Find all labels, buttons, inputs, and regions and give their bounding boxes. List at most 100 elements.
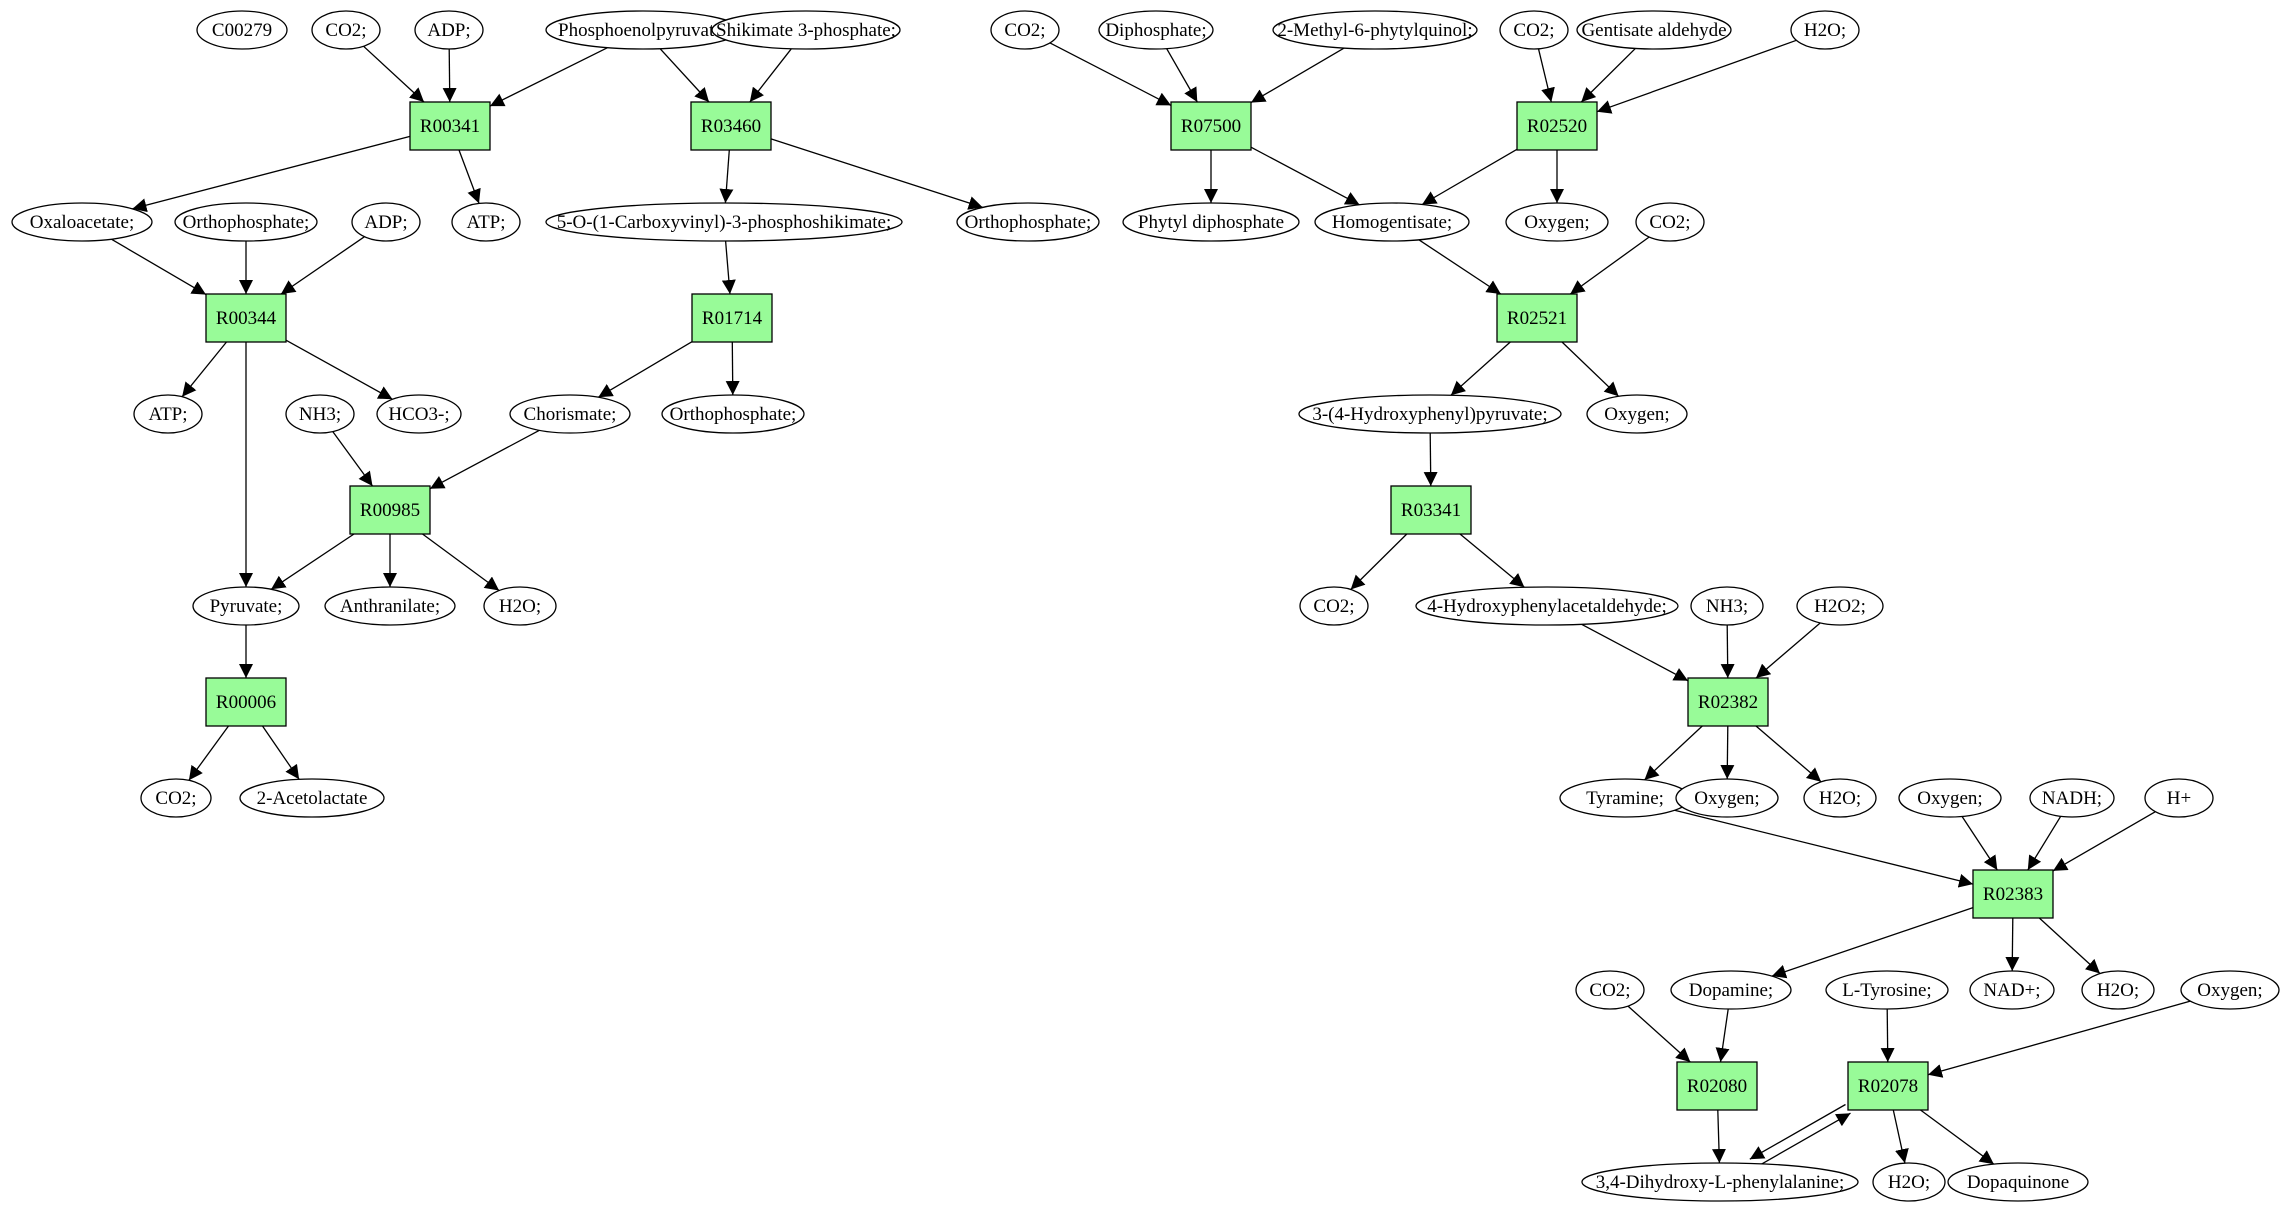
compound-node-co2_1[interactable]: CO2; — [311, 10, 381, 50]
compound-node-co2_4[interactable]: CO2; — [1635, 202, 1705, 242]
compound-ellipse-hpaald — [1415, 586, 1679, 626]
compound-ellipse-epsp — [545, 202, 903, 242]
compound-node-nh3_2[interactable]: NH3; — [1690, 586, 1764, 626]
reaction-node-r00344[interactable]: R00344 — [205, 293, 287, 343]
compound-adp_2-label: ADP; — [364, 212, 407, 233]
compound-node-co2_5[interactable]: CO2; — [1299, 586, 1369, 626]
compound-ellipse-dopamine — [1670, 970, 1792, 1010]
compound-node-tyramine[interactable]: Tyramine; — [1559, 778, 1691, 818]
compound-node-h2o_3[interactable]: H2O; — [1803, 778, 1877, 818]
edge-h2o_1-to-r02520 — [1596, 39, 1797, 114]
compound-node-ltyr[interactable]: L-Tyrosine; — [1825, 970, 1949, 1010]
reaction-node-r01714[interactable]: R01714 — [691, 293, 773, 343]
compound-node-chorism[interactable]: Chorismate; — [509, 394, 631, 434]
edge-r02383-to-h2o_4 — [2038, 917, 2101, 974]
reaction-box-r01714 — [691, 293, 773, 343]
compound-node-h2o_1[interactable]: H2O; — [1790, 10, 1860, 50]
reaction-node-r02521[interactable]: R02521 — [1496, 293, 1578, 343]
reaction-node-r00341[interactable]: R00341 — [409, 101, 491, 151]
edge-diphos-to-r07500 — [1166, 48, 1198, 103]
reaction-box-r00344 — [205, 293, 287, 343]
compound-oxygen_2-label: Oxygen; — [1604, 404, 1669, 425]
compound-node-diphos[interactable]: Diphosphate; — [1098, 10, 1214, 50]
compound-node-co2_3[interactable]: CO2; — [1499, 10, 1569, 50]
compound-orthop_1-label: Orthophosphate; — [183, 212, 310, 233]
reaction-r00985-label: R00985 — [360, 500, 420, 521]
compound-node-hco3[interactable]: HCO3-; — [376, 394, 462, 434]
reaction-node-r02078[interactable]: R02078 — [1847, 1061, 1929, 1111]
reaction-node-r07500[interactable]: R07500 — [1170, 101, 1252, 151]
compound-node-h2o2[interactable]: H2O2; — [1796, 586, 1884, 626]
compound-node-co2_6[interactable]: CO2; — [140, 778, 212, 818]
compound-node-orthop_1[interactable]: Orthophosphate; — [174, 202, 318, 242]
reaction-box-r02521 — [1496, 293, 1578, 343]
compound-node-h2o_5[interactable]: H2O; — [1872, 1162, 1946, 1202]
compound-ellipse-c00279 — [196, 10, 288, 50]
compound-node-oxygen_4[interactable]: Oxygen; — [1898, 778, 2002, 818]
compound-node-ldopa[interactable]: 3,4-Dihydroxy-L-phenylalanine; — [1581, 1162, 1859, 1202]
compound-node-atp_2[interactable]: ATP; — [133, 394, 203, 434]
compound-node-epsp[interactable]: 5-O-(1-Carboxyvinyl)-3-phosphoshikimate; — [545, 202, 903, 242]
compound-node-oxygen_2[interactable]: Oxygen; — [1586, 394, 1688, 434]
compound-ellipse-oxaloac — [11, 202, 153, 242]
reaction-node-r03341[interactable]: R03341 — [1390, 485, 1472, 535]
edge-h2o2-to-r02382 — [1755, 622, 1821, 679]
compound-node-co2_2[interactable]: CO2; — [990, 10, 1060, 50]
compound-node-adp_2[interactable]: ADP; — [351, 202, 421, 242]
compound-hpaald-label: 4-Hydroxyphenylacetaldehyde; — [1427, 596, 1667, 617]
compound-pep-label: Phosphoenolpyruvate; — [558, 20, 728, 41]
edge-r02520-to-homogent — [1421, 148, 1518, 206]
compound-node-shik3p[interactable]: Shikimate 3-phosphate; — [711, 10, 901, 50]
reaction-node-r02520[interactable]: R02520 — [1516, 101, 1598, 151]
compound-atp_2-label: ATP; — [148, 404, 187, 425]
compound-node-pyruvate[interactable]: Pyruvate; — [192, 586, 300, 626]
edge-ltyr-to-r02078 — [1880, 1008, 1895, 1063]
edge-hpaald-to-r02382 — [1581, 623, 1689, 682]
compound-node-co2_7[interactable]: CO2; — [1575, 970, 1645, 1010]
reaction-node-r00985[interactable]: R00985 — [349, 485, 431, 535]
compound-node-gentis[interactable]: Gentisate aldehyde — [1576, 10, 1732, 50]
reaction-r02078-label: R02078 — [1858, 1076, 1918, 1097]
compound-node-oxygen_5[interactable]: Oxygen; — [2180, 970, 2280, 1010]
edge-nh3_2-to-r02382 — [1720, 624, 1735, 679]
compound-node-acetolac[interactable]: 2-Acetolactate — [239, 778, 385, 818]
compound-node-oxygen_1[interactable]: Oxygen; — [1505, 202, 1609, 242]
compound-node-oxygen_3[interactable]: Oxygen; — [1675, 778, 1779, 818]
compound-node-orthop_2[interactable]: Orthophosphate; — [956, 202, 1100, 242]
reaction-node-r02080[interactable]: R02080 — [1676, 1061, 1758, 1111]
reaction-box-r02078 — [1847, 1061, 1929, 1111]
compound-node-nh3_1[interactable]: NH3; — [285, 394, 355, 434]
compound-node-hplus[interactable]: H+ — [2144, 778, 2214, 818]
compound-diphos-label: Diphosphate; — [1105, 20, 1206, 41]
compound-node-phytyldp[interactable]: Phytyl diphosphate — [1122, 202, 1300, 242]
compound-node-nadplus[interactable]: NAD+; — [1969, 970, 2055, 1010]
compound-node-orthop_3[interactable]: Orthophosphate; — [661, 394, 805, 434]
compound-node-mpq[interactable]: 2-Methyl-6-phytylquinol; — [1272, 10, 1478, 50]
compound-ellipse-co2_5 — [1299, 586, 1369, 626]
compound-node-homogent[interactable]: Homogentisate; — [1314, 202, 1470, 242]
compound-atp_1-label: ATP; — [466, 212, 505, 233]
compound-node-oxaloac[interactable]: Oxaloacetate; — [11, 202, 153, 242]
compound-ellipse-dopaq — [1947, 1162, 2089, 1202]
compound-node-anthran[interactable]: Anthranilate; — [324, 586, 456, 626]
compound-node-adp_1[interactable]: ADP; — [414, 10, 484, 50]
reaction-node-r00006[interactable]: R00006 — [205, 677, 287, 727]
compound-node-dopaq[interactable]: Dopaquinone — [1947, 1162, 2089, 1202]
edge-r01714-to-chorism — [597, 341, 693, 398]
compound-node-c00279[interactable]: C00279 — [196, 10, 288, 50]
edge-pep-to-r00341 — [489, 47, 608, 107]
compound-node-hpaald[interactable]: 4-Hydroxyphenylacetaldehyde; — [1415, 586, 1679, 626]
compound-node-nadh[interactable]: NADH; — [2029, 778, 2115, 818]
reaction-node-r02382[interactable]: R02382 — [1687, 677, 1769, 727]
compound-node-h2o_4[interactable]: H2O; — [2081, 970, 2155, 1010]
compound-oxygen_5-label: Oxygen; — [2197, 980, 2262, 1001]
compound-node-hpp[interactable]: 3-(4-Hydroxyphenyl)pyruvate; — [1298, 394, 1562, 434]
compound-node-h2o_2[interactable]: H2O; — [483, 586, 557, 626]
compound-node-atp_1[interactable]: ATP; — [451, 202, 521, 242]
reaction-node-r03460[interactable]: R03460 — [690, 101, 772, 151]
reaction-node-r02383[interactable]: R02383 — [1972, 869, 2054, 919]
compound-node-pep[interactable]: Phosphoenolpyruvate; — [545, 10, 741, 50]
compound-node-dopamine[interactable]: Dopamine; — [1670, 970, 1792, 1010]
compound-ellipse-homogent — [1314, 202, 1470, 242]
